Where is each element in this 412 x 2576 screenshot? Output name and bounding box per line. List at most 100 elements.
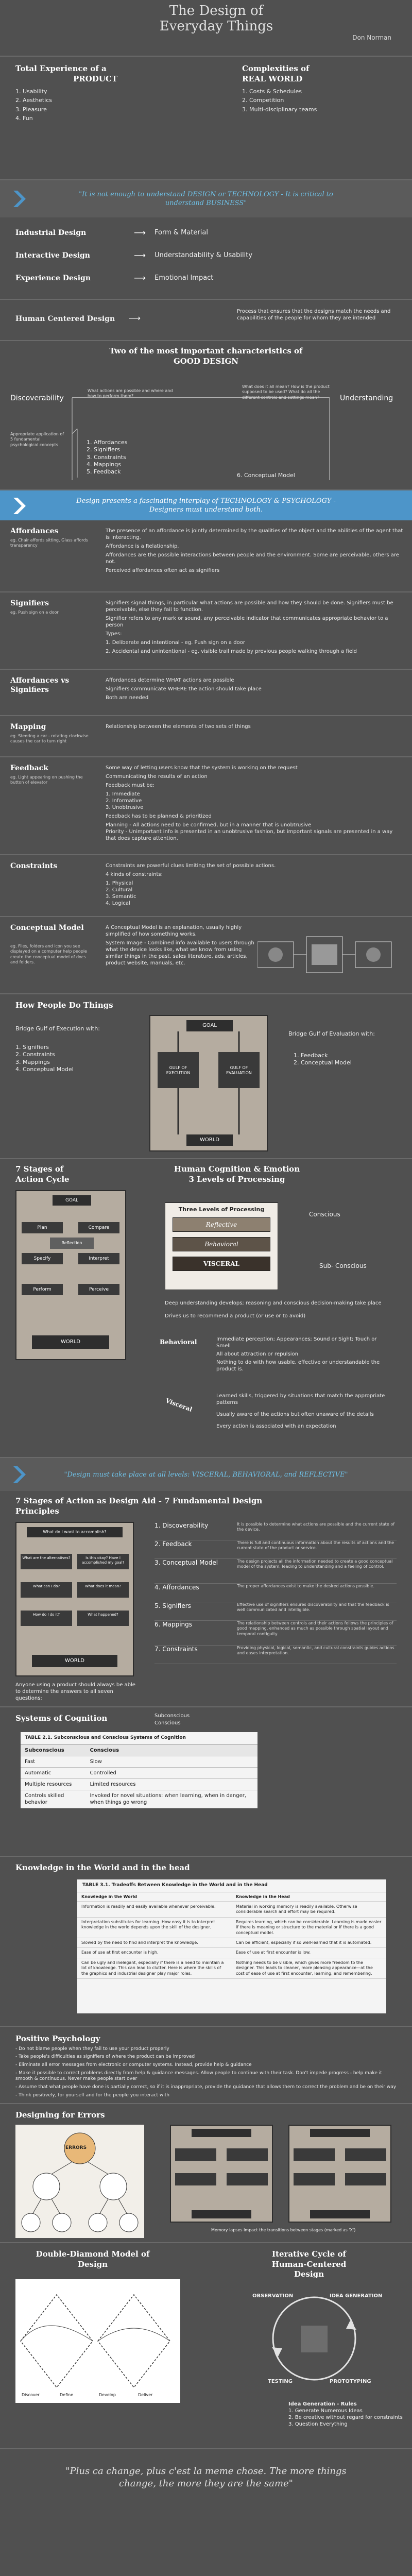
product-experience: Total Experience of a PRODUCT 1. Usabili… — [15, 64, 175, 124]
knowledge-section: Knowledge in the World and in the head T… — [0, 1857, 412, 2027]
concept-label: Feedback — [10, 764, 48, 772]
concept-line: Affordance is a Relationship. — [106, 544, 179, 549]
discoverability-note: What actions are possible and where and … — [88, 388, 173, 399]
concept-body: The presence of an affordance is jointly… — [106, 528, 404, 574]
idea-rules-title: Idea Generation - Rules — [288, 2401, 357, 2407]
conceptual-model-diagram — [258, 936, 392, 973]
idea-rules: Idea Generation - Rules 1. Generate Nume… — [288, 2401, 403, 2428]
pdt-title: How People Do Things — [15, 1001, 113, 1010]
table-row: Interpretation substitutes for learning.… — [77, 1917, 386, 1939]
list-item: 4. Fun — [15, 114, 33, 122]
concept-line: 2. Cultural — [106, 887, 133, 893]
table-cell: Fast — [21, 1756, 86, 1768]
concept-line: Signifiers communicate WHERE the action … — [106, 686, 262, 692]
memory-lapse-caption: Memory lapses impact the transitions bet… — [211, 2228, 356, 2232]
conscious-label: Conscious — [309, 1211, 340, 1218]
list-item: 2. Constraints — [15, 1051, 55, 1058]
principle-desc: The proper affordances exist to make the… — [237, 1584, 374, 1588]
dd-label: Discover — [22, 2393, 40, 2397]
stages-levels-section: 7 Stages of Action Cycle Human Cognition… — [0, 1159, 412, 1458]
principle-desc: The relationship between controls and th… — [237, 1621, 393, 1636]
list-item: 3. Mappings — [15, 1058, 50, 1065]
reflective-notes: Deep understanding develops; reasoning a… — [165, 1298, 391, 1321]
table-cell: Invoked for novel situations: when learn… — [85, 1790, 258, 1808]
design-type-row: Interactive Design ⟶ Understandability &… — [15, 250, 252, 261]
cycle-observation: OBSERVATION — [252, 2293, 294, 2299]
concept-line: Communicating the results of an action — [106, 774, 208, 779]
table-cell: Subconscious — [21, 1744, 86, 1756]
behavioral-line: Nothing to do with how usable, effective… — [216, 1360, 380, 1372]
design-principles-section: 7 Stages of Action as Design Aid - 7 Fun… — [0, 1491, 412, 1707]
principle-item: 3. Conceptual Model The design projects a… — [154, 1559, 397, 1584]
table-row: Information is readily and easily availa… — [77, 1902, 386, 1918]
cognition-table-title: TABLE 2.1. Subconscious and Conscious Sy… — [21, 1732, 258, 1745]
principle-desc: Providing physical, logical, semantic, a… — [237, 1646, 394, 1656]
list-item: 2. Aesthetics — [15, 97, 53, 104]
hcd-section: Human Centered Design ⟶ Process that ens… — [0, 300, 412, 341]
cycle-plan: Plan — [22, 1222, 63, 1233]
design-principles-title-l1: 7 Stages of Action as Design Aid - 7 Fun… — [15, 1496, 263, 1505]
concept-example: eg. Files, folders and icon you see disp… — [10, 944, 87, 965]
question-box: Is this okay? Have I accomplished my goa… — [77, 1554, 129, 1569]
level-visceral: VISCERAL — [173, 1257, 270, 1272]
behavioral-label: Behavioral — [160, 1338, 197, 1346]
levels-quote-banner: "Design must take place at all levels: V… — [0, 1458, 412, 1491]
concept-line: 4. Logical — [106, 901, 130, 906]
concept-body: Some way of letting users know that the … — [106, 765, 404, 842]
knowledge-table-title: TABLE 3.1. Tradeoffs Between Knowledge i… — [77, 1879, 386, 1892]
chevron-icon — [13, 191, 26, 207]
good-design-title: Two of the most important characteristic… — [93, 346, 319, 366]
concept-body: Affordances determine WHAT actions are p… — [106, 677, 404, 701]
design-type-value: Form & Material — [154, 228, 208, 236]
table-cell: Material in working memory is readily av… — [232, 1902, 386, 1918]
concept-label: Constraints — [10, 862, 58, 870]
design-type-label: Experience Design — [15, 274, 91, 283]
table-cell: Limited resources — [85, 1778, 258, 1790]
iterative-cycle-title-l2: Human-Centered — [271, 2259, 347, 2269]
subconscious-label: Subconscious — [154, 1713, 190, 1719]
cycle-compare: Compare — [78, 1222, 119, 1233]
list-item: 1. Generate Numerous Ideas — [288, 2408, 363, 2414]
closing-quote: "Plus ca change, plus c'est la meme chos… — [65, 2466, 347, 2489]
list-item: 3. Question Everything — [288, 2421, 348, 2427]
cycle-perform: Perform — [22, 1284, 63, 1295]
visceral-line: Usually aware of the actions but often u… — [216, 1412, 374, 1417]
conscious-label: Conscious — [154, 1720, 181, 1726]
list-item: 1. Costs & Schedules — [242, 88, 302, 95]
business-quote-banner: "It is not enough to understand DESIGN o… — [0, 180, 412, 217]
principle-name: 1. Discoverability — [154, 1522, 209, 1529]
behavioral-line: All about attraction or repulsion — [216, 1351, 299, 1357]
arrow-right-icon: ⟶ — [134, 273, 146, 283]
concept-affordances-vs-signifiers: Affordances vs Signifiers Affordances de… — [0, 670, 412, 716]
discoverability-label: Discoverability — [10, 394, 64, 402]
cycle-idea-generation: IDEA GENERATION — [330, 2293, 383, 2299]
stages-title-l1: 7 Stages of — [15, 1164, 64, 1174]
list-item: 2. Competition — [242, 97, 284, 104]
author: Don Norman — [352, 34, 391, 41]
concept-line: Signifier refers to any mark or sound, a… — [106, 616, 388, 628]
concept-example: eg. Light appearing on pushing the butto… — [10, 775, 83, 785]
design-type-row: Experience Design ⟶ Emotional Impact — [15, 273, 213, 284]
table-cell: Ease of use at first encounter is high. — [77, 1947, 232, 1958]
principle-name: 3. Conceptual Model — [154, 1559, 218, 1566]
how-people-do-things-section: How People Do Things Bridge Gulf of Exec… — [0, 994, 412, 1159]
level-reflective: Reflective — [173, 1217, 270, 1232]
principle-desc: The design projects all the information … — [237, 1559, 393, 1569]
concept-line: 2. Accidental and unintentional - eg. vi… — [106, 649, 357, 654]
question-box: What do I want to accomplish? — [27, 1527, 123, 1537]
arrow-right-icon: ⟶ — [134, 250, 146, 260]
chevron-icon — [13, 498, 26, 514]
question-box: What are the alternatives? — [21, 1554, 72, 1569]
concepts-list: 1. Affordances 2. Signifiers 3. Constrai… — [87, 439, 127, 476]
real-world-heading-l2: REAL WORLD — [242, 74, 303, 83]
good-design-title-l2: GOOD DESIGN — [174, 356, 238, 366]
concept-line: The presence of an affordance is jointly… — [106, 528, 403, 540]
table-cell: Slow — [85, 1756, 258, 1768]
concept-line: 1. Immediate — [106, 791, 140, 797]
list-item: 4. Conceptual Model — [15, 1065, 74, 1073]
concept-line: Perceived affordances often act as signi… — [106, 568, 220, 573]
